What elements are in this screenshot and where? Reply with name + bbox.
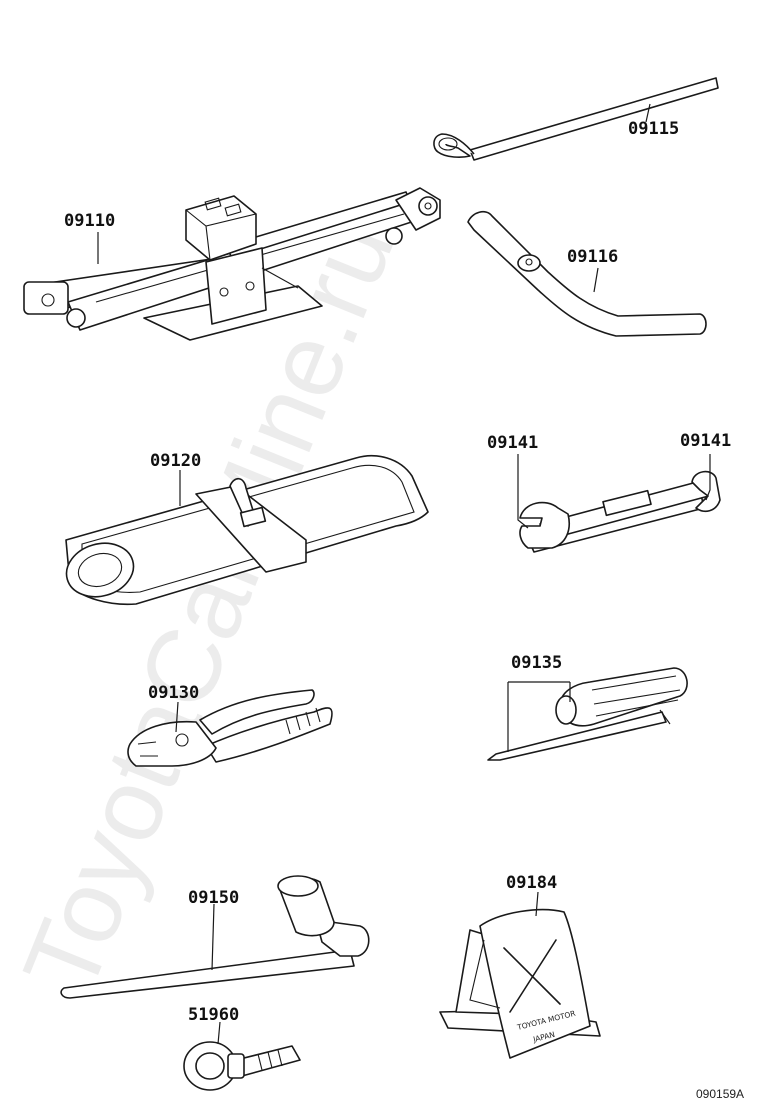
screwdriver-leader bbox=[507, 681, 571, 752]
wheel-nut-wrench-drawing bbox=[60, 875, 370, 999]
diagram-reference: 090159A bbox=[696, 1087, 744, 1101]
warning-triangle-drawing: TOYOTA MOTOR JAPAN bbox=[439, 908, 601, 1059]
pliers-drawing bbox=[127, 689, 333, 767]
warning-triangle-leader bbox=[535, 891, 539, 917]
towing-eye-drawing bbox=[183, 1041, 301, 1091]
part-number-jack-handle-extension: 09116 bbox=[567, 247, 618, 267]
wrench-left-leader bbox=[517, 454, 529, 529]
pliers-leader bbox=[175, 701, 179, 733]
part-number-wrench-left: 09141 bbox=[487, 433, 538, 453]
jack-handle-drawing bbox=[433, 77, 719, 161]
wrench-right-leader bbox=[705, 454, 711, 501]
part-number-wrench-right: 09141 bbox=[680, 431, 731, 451]
part-number-wheel-nut-wrench: 09150 bbox=[188, 888, 239, 908]
part-number-towing-eye: 51960 bbox=[188, 1005, 239, 1025]
jack-handle-leader bbox=[645, 103, 651, 123]
jack-handle-extension-drawing bbox=[467, 210, 707, 337]
part-number-tool-bag: 09120 bbox=[150, 451, 201, 471]
jack-handle-extension-leader bbox=[593, 267, 599, 293]
part-number-screwdriver: 09135 bbox=[511, 653, 562, 673]
part-number-jack: 09110 bbox=[64, 211, 115, 231]
part-number-warning-triangle: 09184 bbox=[506, 873, 557, 893]
tool-bag-drawing bbox=[65, 454, 429, 606]
screwdriver-drawing bbox=[487, 667, 688, 761]
part-number-jack-handle: 09115 bbox=[628, 119, 679, 139]
wrenches-drawing bbox=[519, 470, 721, 553]
jack-drawing bbox=[23, 187, 441, 341]
part-number-pliers: 09130 bbox=[148, 683, 199, 703]
towing-eye-leader bbox=[217, 1021, 221, 1045]
wheel-nut-wrench-leader bbox=[211, 903, 215, 971]
